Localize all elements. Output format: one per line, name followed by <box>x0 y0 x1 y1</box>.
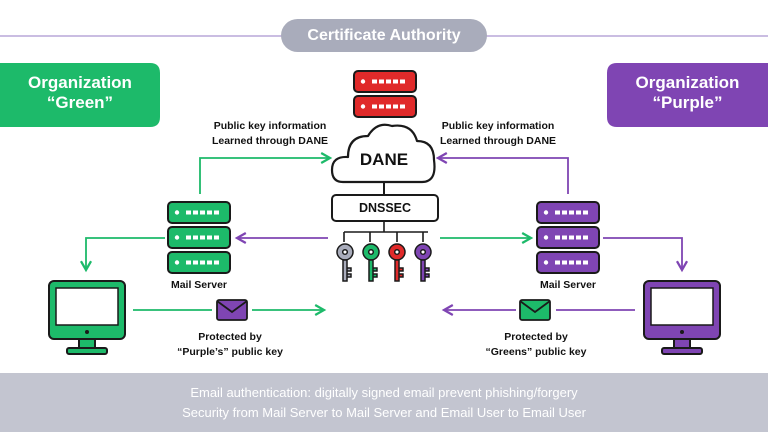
right-server-label: Mail Server <box>539 279 597 291</box>
org-green-banner <box>0 63 160 127</box>
gray-key-icon <box>336 243 354 282</box>
header-title: Certificate Authority <box>307 27 461 44</box>
green-mail-server-icon <box>167 201 231 274</box>
purple-mail-server-icon <box>536 201 600 274</box>
green-server-to-monitor-arrow <box>79 237 165 273</box>
footer-line-1: Email authentication: digitally signed e… <box>190 385 578 400</box>
green-server-to-dane-arrow <box>199 151 333 194</box>
key-bracket <box>343 221 428 242</box>
right-dane-info-label: Public key information Learned through D… <box>418 119 578 148</box>
purple-envelope-icon <box>216 299 248 321</box>
purple-monitor-icon <box>643 280 721 355</box>
org-green-title: Organization “Green” <box>0 73 160 112</box>
green-envelope-icon <box>519 299 551 321</box>
green-monitor-icon <box>48 280 126 355</box>
org-green-line2: “Green” <box>46 92 114 112</box>
org-purple-line1: Organization <box>635 73 740 92</box>
right-dane-info-line2: Learned through DANE <box>439 134 557 147</box>
right-protected-line2: “Greens” public key <box>485 345 587 358</box>
org-purple-banner <box>607 63 768 127</box>
left-dane-info-line1: Public key information <box>213 120 327 132</box>
dnssec-box <box>331 194 439 222</box>
green-key-icon <box>362 243 380 282</box>
dane-label: DANE <box>359 150 409 169</box>
header-pill <box>281 19 487 52</box>
left-dane-info-label: Public key information Learned through D… <box>190 119 350 148</box>
footer-line-2: Security from Mail Server to Mail Server… <box>182 405 586 420</box>
purple-server-to-monitor-arrow <box>603 237 689 273</box>
left-dane-info-line2: Learned through DANE <box>211 134 329 147</box>
org-purple-line2: “Purple” <box>652 92 723 112</box>
left-protected-label: Protected by “Purple’s” public key <box>160 330 300 359</box>
right-protected-label: Protected by “Greens” public key <box>466 330 606 359</box>
dnssec-label: DNSSEC <box>358 201 412 215</box>
purple-server-to-dane-arrow <box>435 151 569 194</box>
purple-key-icon <box>414 243 432 282</box>
left-server-label: Mail Server <box>170 279 228 291</box>
ca-server-icon <box>353 70 417 118</box>
red-key-icon <box>388 243 406 282</box>
right-protected-line1: Protected by <box>504 331 568 343</box>
org-purple-title: Organization “Purple” <box>607 73 768 112</box>
left-protected-line1: Protected by <box>198 331 262 343</box>
dane-cloud-icon <box>330 123 436 184</box>
right-dane-info-line1: Public key information <box>441 120 555 132</box>
footer-bar: Email authentication: digitally signed e… <box>0 373 768 432</box>
org-green-line1: Organization <box>28 73 132 92</box>
left-protected-line2: “Purple’s” public key <box>177 345 283 358</box>
